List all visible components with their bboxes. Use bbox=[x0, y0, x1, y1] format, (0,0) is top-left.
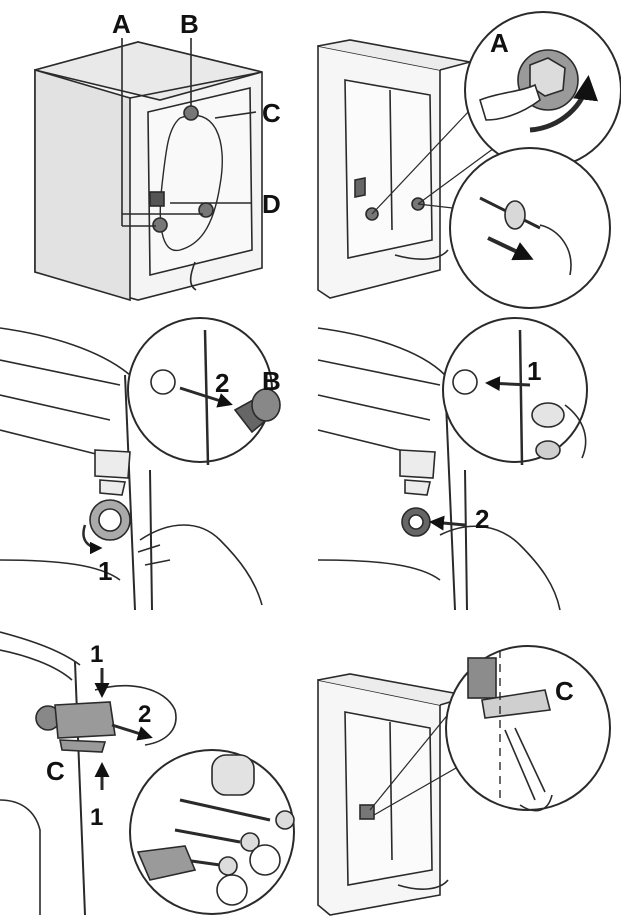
label-b: B bbox=[262, 366, 281, 396]
step-2-label: 2 bbox=[475, 504, 489, 534]
panel-5-clip-removal bbox=[0, 631, 295, 916]
panel-2-bolt-removal bbox=[317, 11, 621, 309]
panel-1-rear-view bbox=[34, 38, 263, 302]
label-a: A bbox=[490, 28, 509, 58]
label-a: A bbox=[112, 9, 131, 39]
step-1-top-label: 1 bbox=[90, 641, 103, 668]
transit-bolt-a-right bbox=[198, 202, 214, 218]
step-1-bottom-label: 1 bbox=[90, 804, 103, 831]
label-b: B bbox=[180, 9, 199, 39]
spacer-clip-d bbox=[149, 191, 165, 207]
step-1-label: 1 bbox=[98, 556, 112, 586]
panel-6-clip-storage bbox=[317, 645, 611, 916]
label-d: D bbox=[262, 189, 281, 219]
transit-bolt-a-left bbox=[152, 217, 168, 233]
label-c: C bbox=[46, 756, 65, 786]
step-2-label: 2 bbox=[138, 701, 151, 728]
panel-4-cap-insertion bbox=[317, 317, 588, 611]
step-1-label: 1 bbox=[527, 356, 541, 386]
label-c: C bbox=[555, 676, 574, 706]
transit-bolt-b bbox=[183, 105, 199, 121]
label-c: C bbox=[262, 98, 281, 128]
step-2-label: 2 bbox=[215, 368, 229, 398]
panel-3-spacer-removal bbox=[0, 317, 281, 611]
